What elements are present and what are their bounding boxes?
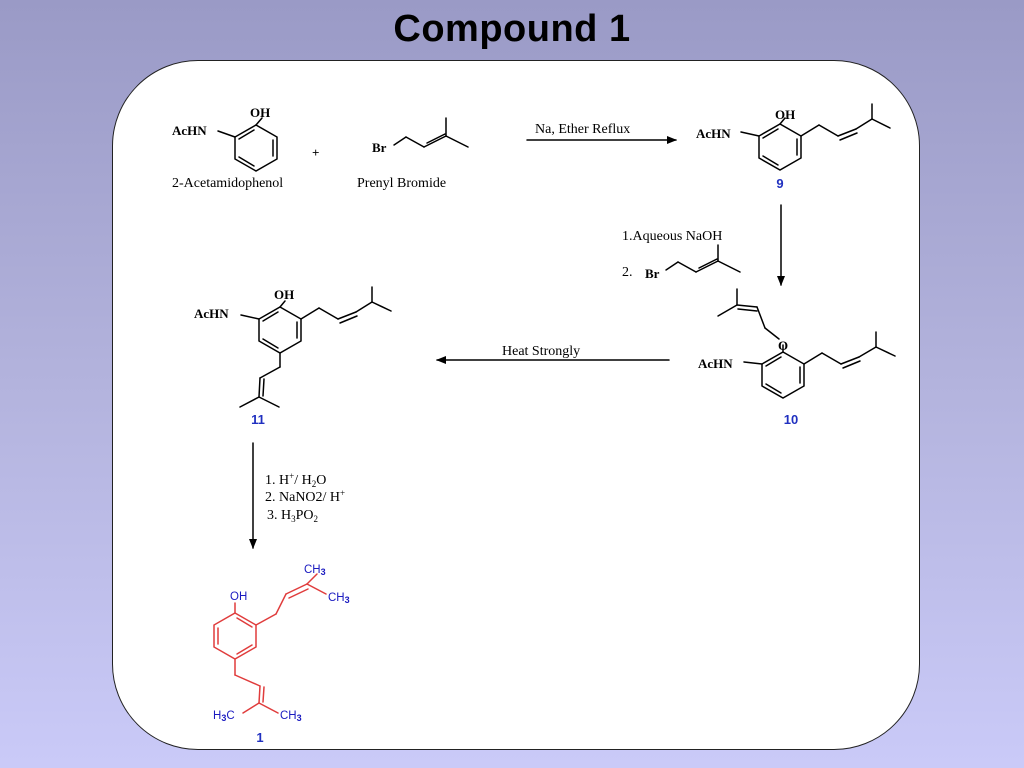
benzene-ring: [213, 612, 257, 660]
ch3-right-label: CH3: [328, 592, 350, 605]
step2-line1: 1.Aqueous NaOH: [622, 229, 722, 244]
plus-sign: +: [312, 145, 319, 160]
reactant-acetamidophenol: OH AcHN 2-Acetamidophenol: [172, 105, 283, 191]
compound-number: 11: [251, 412, 265, 427]
reactant-prenyl-bromide: Br Prenyl Bromide: [357, 117, 469, 191]
compound-number: 1: [256, 730, 263, 745]
reaction-arrow-step3: Heat Strongly: [436, 344, 670, 364]
achn-label: AcHN: [172, 123, 207, 138]
reactant-name: 2-Acetamidophenol: [172, 176, 283, 191]
scheme-panel: [112, 60, 920, 750]
step4-line1: 1. H+/ H2O: [265, 471, 326, 489]
br-label: Br: [372, 140, 387, 155]
ch3-bottom-label: CH3: [280, 710, 302, 723]
compound-number: 10: [784, 412, 798, 427]
h3c-label: H3C: [213, 710, 235, 723]
step2-line2-prefix: 2.: [622, 265, 633, 280]
compound-number: 9: [776, 176, 783, 191]
achn-label: AcHN: [696, 126, 731, 141]
slide-title: Compound 1: [393, 8, 631, 50]
br-label: Br: [645, 266, 660, 281]
benzene-ring: [234, 124, 278, 172]
reaction-arrow-step4: 1. H+/ H2O 2. NaNO2/ H+ 3. H3PO2: [249, 442, 345, 549]
o-label: O: [778, 338, 788, 353]
step4-line2: 2. NaNO2/ H+: [265, 488, 345, 505]
compound-9: OH AcHN 9: [696, 103, 891, 191]
step1-conditions: Na, Ether Reflux: [535, 122, 630, 137]
achn-label: AcHN: [194, 306, 229, 321]
step3-conditions: Heat Strongly: [502, 344, 580, 359]
oh-label: OH: [250, 105, 270, 120]
oh-label: OH: [274, 287, 294, 302]
benzene-ring: [258, 306, 302, 354]
achn-label: AcHN: [698, 356, 733, 371]
reaction-arrow-step1: Na, Ether Reflux: [526, 122, 677, 144]
benzene-ring: [758, 123, 802, 171]
reactant-name: Prenyl Bromide: [357, 176, 446, 191]
ch3-top-label: CH3: [304, 564, 326, 577]
compound-1: OH CH3 CH3 H3C CH3 1: [213, 564, 350, 745]
reaction-arrow-step2: 1.Aqueous NaOH 2. Br: [622, 204, 785, 286]
oh-label: OH: [775, 107, 795, 122]
compound-11: OH AcHN 11: [194, 286, 392, 427]
step4-line3: 3. H3PO2: [267, 508, 318, 524]
oh-label: OH: [230, 591, 247, 603]
benzene-ring: [761, 351, 805, 399]
compound-10: O AcHN 10: [698, 288, 896, 427]
